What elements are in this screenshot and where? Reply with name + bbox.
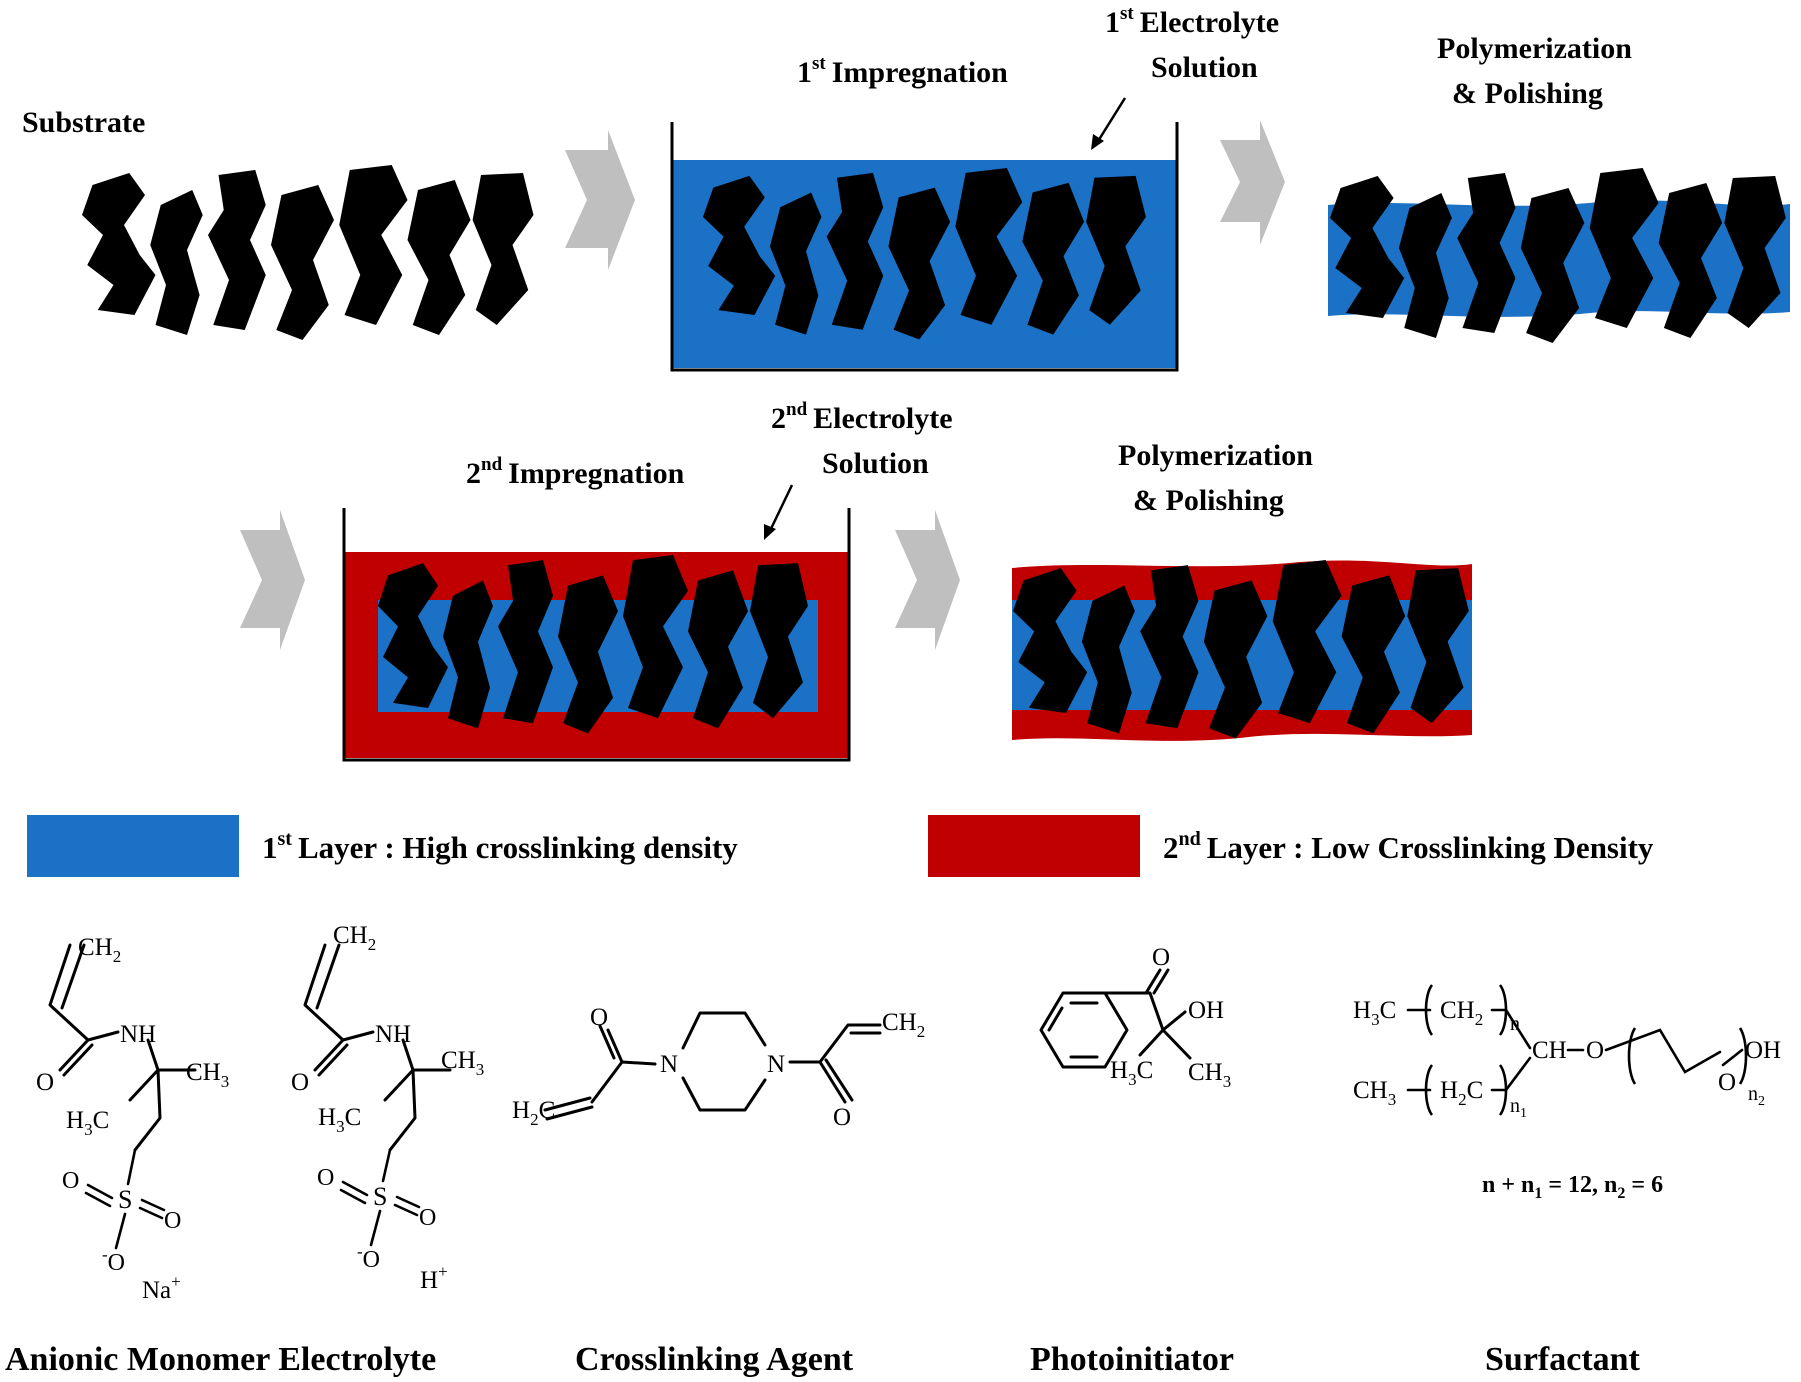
polymerization-2-label: Polymerization [1118,439,1313,472]
polymerization-1-label-line2: & Polishing [1452,77,1603,110]
caption-photoinitiator: Photoinitiator [1030,1341,1234,1378]
svg-text:n + n1 = 12, n2 = 6: n + n1 = 12, n2 = 6 [1482,1172,1663,1202]
electrolyte-1-pointer [1093,97,1127,147]
svg-text:NH: NH [120,1021,156,1048]
caption-crosslinker: Crosslinking Agent [575,1341,854,1378]
svg-text:O: O [1718,1069,1736,1096]
electrolyte-1-pointer-head [1091,134,1104,150]
substrate-image [82,165,534,340]
svg-text:-O: -O [357,1242,380,1273]
svg-text:S: S [373,1182,387,1211]
substrate-label: Substrate [22,106,145,139]
bath-1-container [670,122,1179,372]
svg-text:CH2: CH2 [78,934,121,966]
legend-swatch-layer2 [928,815,1140,877]
svg-text:NH: NH [375,1021,411,1048]
svg-text:N: N [767,1051,785,1078]
svg-text:O: O [1152,944,1170,971]
svg-text:OH: OH [1188,997,1224,1024]
svg-text:CH2: CH2 [333,922,376,954]
legend-swatch-layer1 [27,815,239,877]
svg-text:CH3: CH3 [186,1059,229,1091]
svg-text:O: O [833,1104,851,1131]
crosslinker-structure: H2C O N N O CH2 [512,1004,925,1131]
svg-text:Na+: Na+ [142,1272,181,1304]
electrolyte-2-pointer [766,484,794,536]
svg-text:CH3: CH3 [441,1047,484,1079]
monomer-na-structure: CH2 NH O CH3 H3C S O O -O Na+ [36,934,229,1304]
svg-text:H+: H+ [420,1262,448,1294]
svg-text:O: O [419,1205,436,1231]
svg-text:H3C: H3C [318,1104,361,1136]
svg-text:-O: -O [102,1245,125,1276]
svg-text:OH: OH [1745,1037,1781,1064]
svg-text:CH: CH [1532,1037,1567,1064]
svg-text:CH3: CH3 [1188,1059,1231,1091]
svg-text:H3C: H3C [1110,1057,1153,1089]
photoinitiator-structure: O OH H3C CH3 [1039,944,1231,1091]
process-arrow-3 [240,510,305,650]
svg-text:O: O [317,1165,334,1191]
bath-2-container [342,508,851,762]
svg-text:S: S [118,1185,132,1214]
svg-text:O: O [590,1004,608,1031]
svg-text:CH2: CH2 [882,1009,925,1041]
electrolyte-2-label-line2: Solution [822,447,929,480]
svg-text:N: N [660,1051,678,1078]
polymerization-2-label-line2: & Polishing [1133,484,1284,517]
svg-text:n1: n1 [1510,1095,1527,1121]
svg-text:CH2: CH2 [1440,997,1483,1029]
process-arrow-1 [565,130,635,270]
process-arrow-2 [1220,120,1285,245]
svg-text:O: O [164,1208,181,1234]
svg-text:n2: n2 [1748,1083,1765,1109]
svg-text:H2C: H2C [1440,1077,1483,1109]
caption-surfactant: Surfactant [1485,1341,1641,1378]
svg-text:H2C: H2C [512,1097,555,1129]
svg-text:H3C: H3C [1353,997,1396,1029]
electrolyte-1-label-line2: Solution [1151,51,1258,84]
svg-text:O: O [36,1069,54,1096]
svg-text:H3C: H3C [66,1107,109,1139]
electrolyte-2-pointer-head [764,524,776,540]
svg-text:O: O [291,1069,309,1096]
svg-text:O: O [62,1168,79,1194]
surfactant-structure: H3C CH2 n CH O O OH n2 CH3 H2C n1 n + n1… [1353,984,1781,1202]
svg-text:CH3: CH3 [1353,1077,1396,1109]
process-arrow-4 [895,510,960,650]
monomer-h-structure: CH2 NH O CH3 H3C S O O -O H+ [291,922,484,1294]
svg-text:O: O [1586,1037,1604,1064]
polymerization-1-label: Polymerization [1437,32,1632,65]
caption-monomer: Anionic Monomer Electrolyte [5,1341,436,1378]
